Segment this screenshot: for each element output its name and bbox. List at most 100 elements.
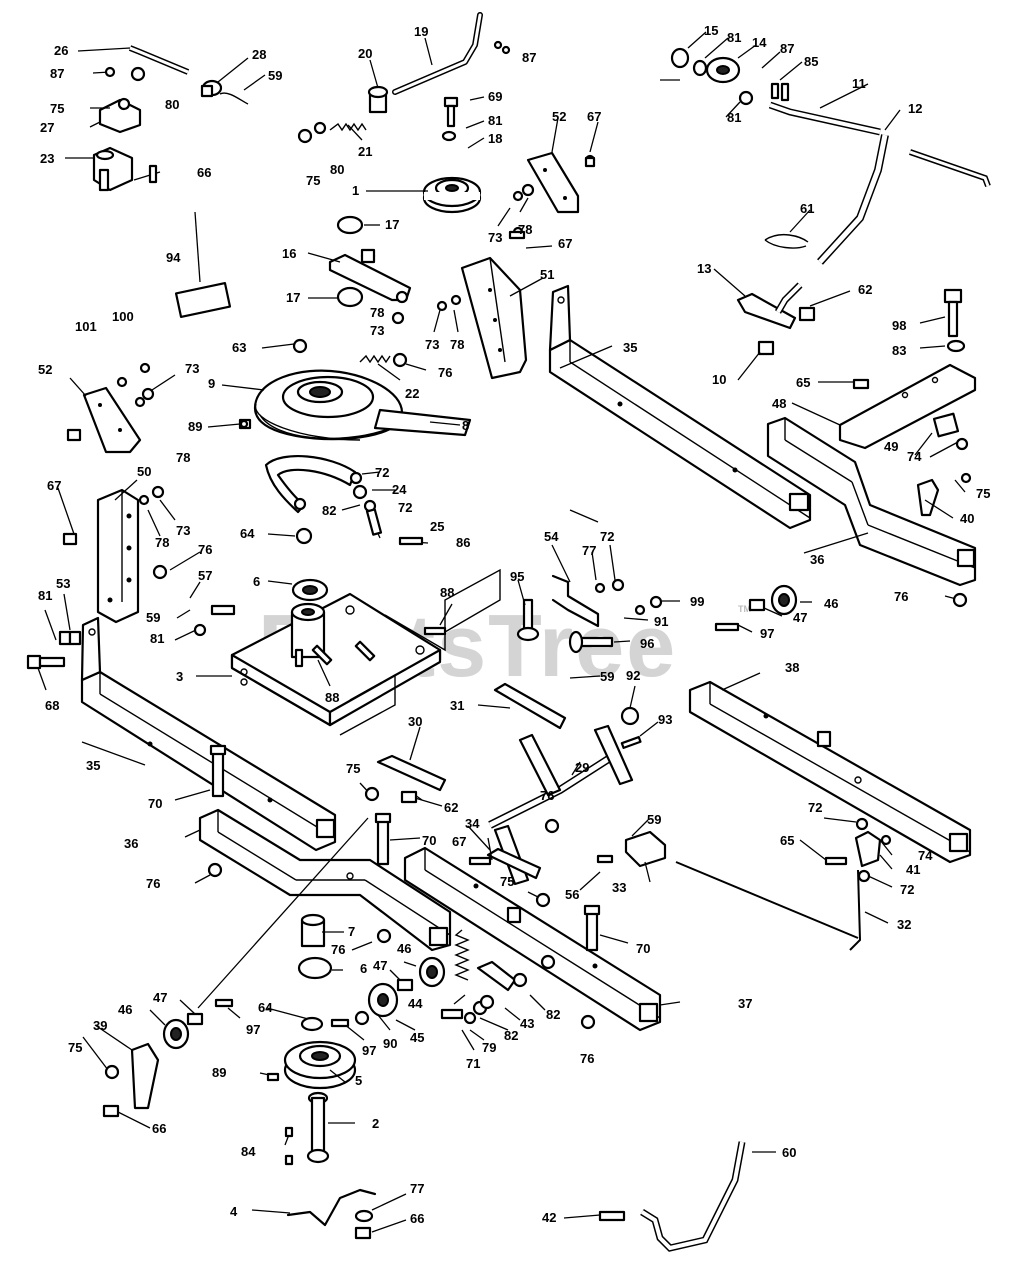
bracket-48: [838, 363, 977, 450]
callout-44: 44: [408, 996, 423, 1011]
callout-75-c: 75: [346, 761, 360, 776]
callout-75-b: 75: [306, 173, 320, 188]
watermark-trademark: TM: [738, 604, 751, 614]
callout-47-center: 47: [373, 958, 387, 973]
callout-42: 42: [542, 1210, 556, 1225]
callout-78-a: 78: [518, 222, 532, 237]
callout-65-top: 65: [796, 375, 810, 390]
callout-30: 30: [408, 714, 422, 729]
callout-96: 96: [640, 636, 654, 651]
callout-32: 32: [897, 917, 911, 932]
callout-22: 22: [405, 386, 419, 401]
callout-92: 92: [626, 668, 640, 683]
callout-53: 53: [56, 576, 70, 591]
bracket-39: [130, 1042, 160, 1110]
callout-81-a: 81: [727, 30, 741, 45]
callout-84: 84: [241, 1144, 256, 1159]
callout-6-lower: 6: [360, 961, 367, 976]
knob-20: [367, 85, 389, 114]
callout-90: 90: [383, 1036, 397, 1051]
pulley-5: [283, 1040, 357, 1090]
pin-96: [568, 630, 614, 654]
callout-15: 15: [704, 23, 718, 38]
callout-46-right: 46: [824, 596, 838, 611]
callout-66-left: 66: [152, 1121, 166, 1136]
callout-74-lower: 74: [918, 848, 933, 863]
callout-19: 19: [414, 24, 428, 39]
callout-82-b: 82: [504, 1028, 518, 1043]
callout-20: 20: [358, 46, 372, 61]
callout-88-a: 88: [440, 585, 454, 600]
bracket-50: [96, 488, 140, 624]
callout-26: 26: [54, 43, 68, 58]
callout-89-b: 89: [212, 1065, 226, 1080]
callout-43: 43: [520, 1016, 534, 1031]
callout-52-right: 52: [552, 109, 566, 124]
gear-14: [705, 56, 741, 84]
callout-97-a: 97: [760, 626, 774, 641]
callout-82-c: 82: [546, 1007, 560, 1022]
callout-64-lower: 64: [258, 1000, 273, 1015]
washer-15: [670, 47, 690, 69]
callout-1: 1: [352, 183, 359, 198]
frame-rail-37: [403, 846, 662, 1032]
rod-26: [128, 45, 190, 75]
callout-59-center: 59: [600, 669, 614, 684]
callout-54: 54: [544, 529, 559, 544]
callout-81-e: 81: [150, 631, 164, 646]
callout-24: 24: [392, 482, 407, 497]
callout-17-top: 17: [385, 217, 399, 232]
callout-97-c: 97: [246, 1022, 260, 1037]
spacer-17-bottom: [336, 286, 364, 308]
callout-100: 100: [112, 309, 134, 324]
callout-72-b: 72: [398, 500, 412, 515]
callout-76-d: 76: [146, 876, 160, 891]
callout-101: 101: [75, 319, 97, 334]
callout-67-center: 67: [452, 834, 466, 849]
callout-28: 28: [252, 47, 266, 62]
callout-74-top: 74: [907, 449, 922, 464]
callout-4: 4: [230, 1204, 238, 1219]
callout-85: 85: [804, 54, 818, 69]
frame-rail-offset-left: [198, 808, 452, 952]
callout-29: 29: [575, 760, 589, 775]
callout-40: 40: [960, 511, 974, 526]
callout-45: 45: [410, 1030, 424, 1045]
spacer-6-lower: [297, 956, 333, 980]
plate-94: [174, 281, 232, 319]
callout-31: 31: [450, 698, 464, 713]
callout-9: 9: [208, 376, 215, 391]
callout-59-left: 59: [146, 610, 160, 625]
frame-rail-offset-right: [766, 416, 977, 587]
callout-79: 79: [482, 1040, 496, 1055]
callout-75-top: 75: [50, 101, 64, 116]
callout-70-left: 70: [148, 796, 162, 811]
belt-guard: [264, 455, 357, 514]
callout-87-a: 87: [50, 66, 64, 81]
callout-80-top: 80: [165, 97, 179, 112]
callout-87-c: 87: [780, 41, 794, 56]
callout-3: 3: [176, 669, 183, 684]
callout-47-left: 47: [153, 990, 167, 1005]
callout-59-top: 59: [268, 68, 282, 83]
callout-78-d: 78: [176, 450, 190, 465]
arm-30: [376, 754, 447, 792]
spacer-17-top: [336, 215, 364, 235]
callout-78-e: 78: [155, 535, 169, 550]
callout-27: 27: [40, 120, 54, 135]
plate-43: [476, 960, 517, 992]
rod-60: [640, 1141, 746, 1252]
callout-93: 93: [658, 712, 672, 727]
callout-81-c: 81: [488, 113, 502, 128]
callout-94: 94: [166, 250, 181, 265]
callout-82-a: 82: [322, 503, 336, 518]
callout-76-e: 76: [331, 942, 345, 957]
callout-2: 2: [372, 1116, 379, 1131]
callout-labels: 1 2 3 4 5 6 6 7 8 9 10 11 12 13 14 15 16…: [38, 23, 990, 1226]
callout-61: 61: [800, 201, 814, 216]
callout-73-c: 73: [425, 337, 439, 352]
callout-57: 57: [198, 568, 212, 583]
callout-64-upper: 64: [240, 526, 255, 541]
callout-35-left: 35: [86, 758, 100, 773]
